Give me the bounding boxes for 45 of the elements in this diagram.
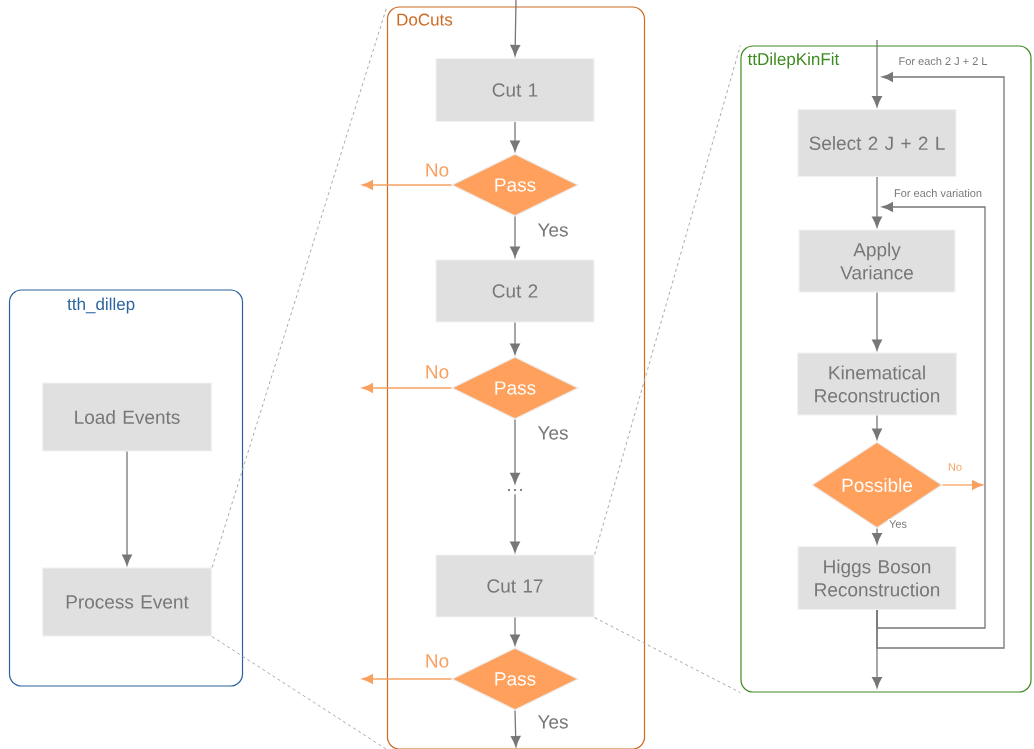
arrow [872, 414, 882, 440]
arrow [361, 180, 453, 190]
edge-label: No [423, 162, 451, 178]
process-box: Cut 1 [435, 57, 595, 123]
arrow [876, 72, 1005, 649]
arrow [872, 527, 882, 545]
arrow [872, 609, 882, 689]
arrow [872, 291, 882, 351]
edge-label: No [423, 653, 451, 669]
arrow [510, 709, 521, 748]
arrow [941, 480, 984, 490]
arrow [876, 202, 986, 629]
dashed-line [211, 5, 388, 568]
process-box: Process Event [41, 567, 213, 637]
edge-label: No [423, 364, 451, 380]
arrow [872, 176, 882, 228]
edge-label: Yes [536, 425, 570, 441]
arrow [510, 493, 520, 553]
arrow [122, 450, 132, 566]
process-box: Select 2 J + 2 L [797, 108, 957, 178]
dashed-line [211, 636, 388, 749]
edge-label: For each variation [893, 187, 984, 199]
process-box: Apply Variance [798, 229, 956, 293]
arrow [872, 39, 882, 108]
arrow [510, 215, 520, 258]
process-box: Cut 17 [435, 554, 595, 618]
dashed-line [594, 617, 741, 694]
dashed-line [594, 44, 741, 555]
edge-label: No [946, 462, 964, 472]
arrow [510, 616, 520, 646]
ellipsis-text: … [508, 489, 522, 491]
arrow [510, 321, 520, 355]
process-box: Load Events [41, 382, 213, 452]
edge-label: Yes [536, 222, 570, 238]
process-box: Cut 2 [435, 259, 595, 323]
arrow [510, 121, 520, 152]
process-box: Kinematical Reconstruction [796, 352, 958, 416]
arrow [361, 383, 453, 393]
arrow [510, 418, 520, 485]
edge-label: For each 2 J + 2 L [897, 55, 989, 67]
arrow [361, 674, 453, 684]
process-box: Higgs Boson Reconstruction [797, 545, 957, 611]
arrow [510, 0, 521, 57]
edge-label: Yes [536, 714, 570, 730]
edge-label: Yes [888, 519, 908, 529]
